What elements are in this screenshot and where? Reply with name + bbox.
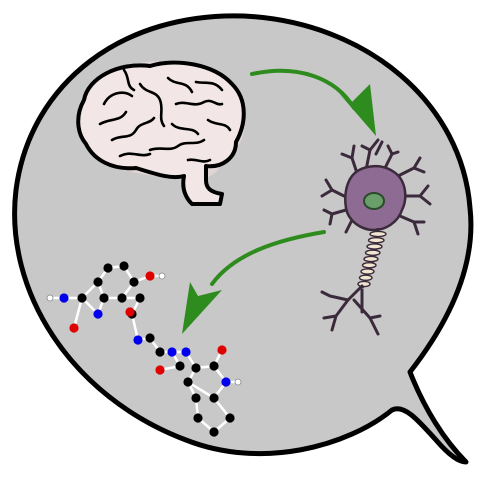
atom-c [209,427,219,437]
molecule-bond [187,380,215,400]
atom-c [209,393,219,403]
atom-c [129,277,139,287]
atom-h [234,378,242,386]
atom-c [175,361,185,371]
atom-o [217,345,227,355]
molecule-icon [46,261,242,437]
atom-h [158,272,166,280]
myelin-segment [364,249,381,257]
curved-arrow-icon [250,68,376,136]
myelin-segment [361,261,377,269]
atom-n [221,377,231,387]
atom-c [191,363,201,373]
arrow-1-head [338,84,376,136]
atom-c [155,347,165,357]
atom-c [119,261,129,271]
atom-c [193,413,203,423]
atom-c [103,263,113,273]
curved-arrow-icon [182,230,326,334]
myelin-segment [357,280,371,288]
atom-c [183,377,193,387]
atom-h [46,294,54,302]
atom-c [135,293,145,303]
arrow-1-stem [250,68,356,110]
myelin-segment [366,243,383,250]
atom-n [59,293,69,303]
myelin-segment [358,274,373,282]
atom-c [117,293,127,303]
brain-gyri [98,68,232,163]
atom-n [133,335,143,345]
atom-o [145,271,155,281]
myelin-segment [363,255,379,263]
atom-c [145,333,155,343]
atom-c [77,293,87,303]
myelin-segment [367,236,385,244]
atom-n [167,347,177,357]
myelin-segment [369,230,387,238]
atom-n [181,347,191,357]
atom-c [99,293,109,303]
atom-c [225,413,235,423]
atom-o [125,307,135,317]
arrow-2-stem [210,230,326,286]
brain-icon [76,60,246,206]
myelin-segment [360,268,375,275]
neuron-nucleus [363,192,385,210]
molecule-atoms [46,261,242,437]
speech-bubble-icon [12,13,474,465]
atom-c [209,361,219,371]
atom-o [155,365,165,375]
axon-terminals [320,284,382,336]
atom-n [93,309,103,319]
brain-outline [76,60,246,206]
neuron-icon [320,138,432,336]
atom-c [191,393,201,403]
molecule-bond [72,297,84,329]
atom-o [69,323,79,333]
neuron-dendrites [320,138,432,236]
atom-c [93,277,103,287]
arrow-2-head [182,282,222,334]
neuron-axon [357,227,387,289]
